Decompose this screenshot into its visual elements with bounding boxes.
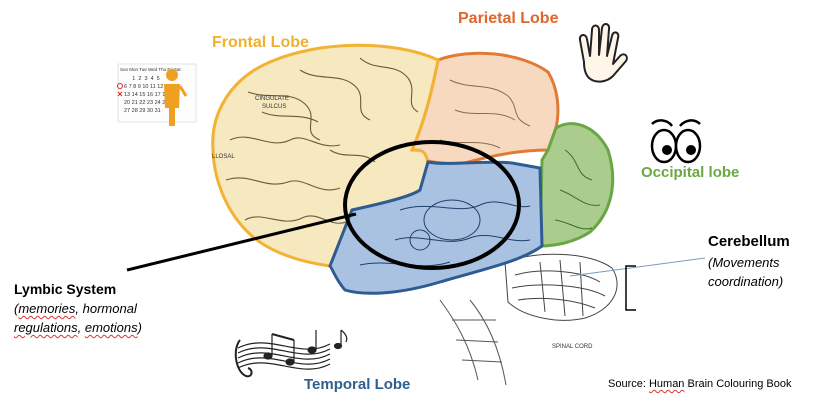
lymbic-desc-part: emotions (85, 320, 138, 335)
cerebellum-bracket (626, 266, 636, 310)
source-prefix: Source: (608, 378, 649, 390)
occipital-lobe-label: Occipital lobe (641, 164, 739, 181)
temporal-lobe-label: Temporal Lobe (304, 376, 410, 393)
source-link-word: Human (649, 378, 684, 390)
cingulate-label-1: CINGULATE (255, 96, 289, 102)
callosal-label: LLOSAL (212, 154, 235, 160)
lymbic-desc-part: , (78, 320, 85, 335)
cerebellum-label: Cerebellum (708, 233, 790, 250)
occipital-lobe (540, 124, 613, 246)
music-notes-icon (236, 330, 347, 376)
lymbic-desc-part: ) (138, 320, 142, 335)
source-suffix: Brain Colouring Book (684, 378, 791, 390)
brainstem-sketch (440, 300, 506, 385)
calendar-row: 27 28 29 30 31 (124, 108, 161, 114)
cingulate-label-2: SULCUS (262, 104, 286, 110)
lymbic-desc-part: memories (18, 301, 75, 316)
lymbic-desc-line-1: (memories, hormonal (14, 301, 137, 316)
cerebellum-desc-line-1: (Movements (708, 255, 780, 270)
calendar-person-icon: Sun Mon Tue Wed Thu Fri Sat 1 2 3 4 5 6 … (118, 64, 197, 126)
cerebellum-sketch (505, 254, 617, 320)
calendar-row: 1 2 3 4 5 (120, 76, 160, 82)
spinal-cord-label: SPINAL CORD (552, 344, 593, 350)
frontal-lobe-label: Frontal Lobe (212, 34, 309, 52)
lymbic-desc-part: , hormonal (75, 301, 136, 316)
calendar-row: 6 7 8 9 10 11 12 (124, 84, 163, 90)
lymbic-desc-part: regulations (14, 320, 78, 335)
hand-icon (580, 24, 627, 82)
eyes-icon (652, 120, 700, 162)
lymbic-system-label: Lymbic System (14, 281, 116, 297)
cerebellum-desc-line-2: coordination) (708, 274, 783, 289)
source-caption: Source: Human Brain Colouring Book (608, 378, 791, 390)
parietal-lobe-label: Parietal Lobe (458, 10, 558, 28)
lymbic-desc-line-2: regulations, emotions) (14, 320, 142, 335)
